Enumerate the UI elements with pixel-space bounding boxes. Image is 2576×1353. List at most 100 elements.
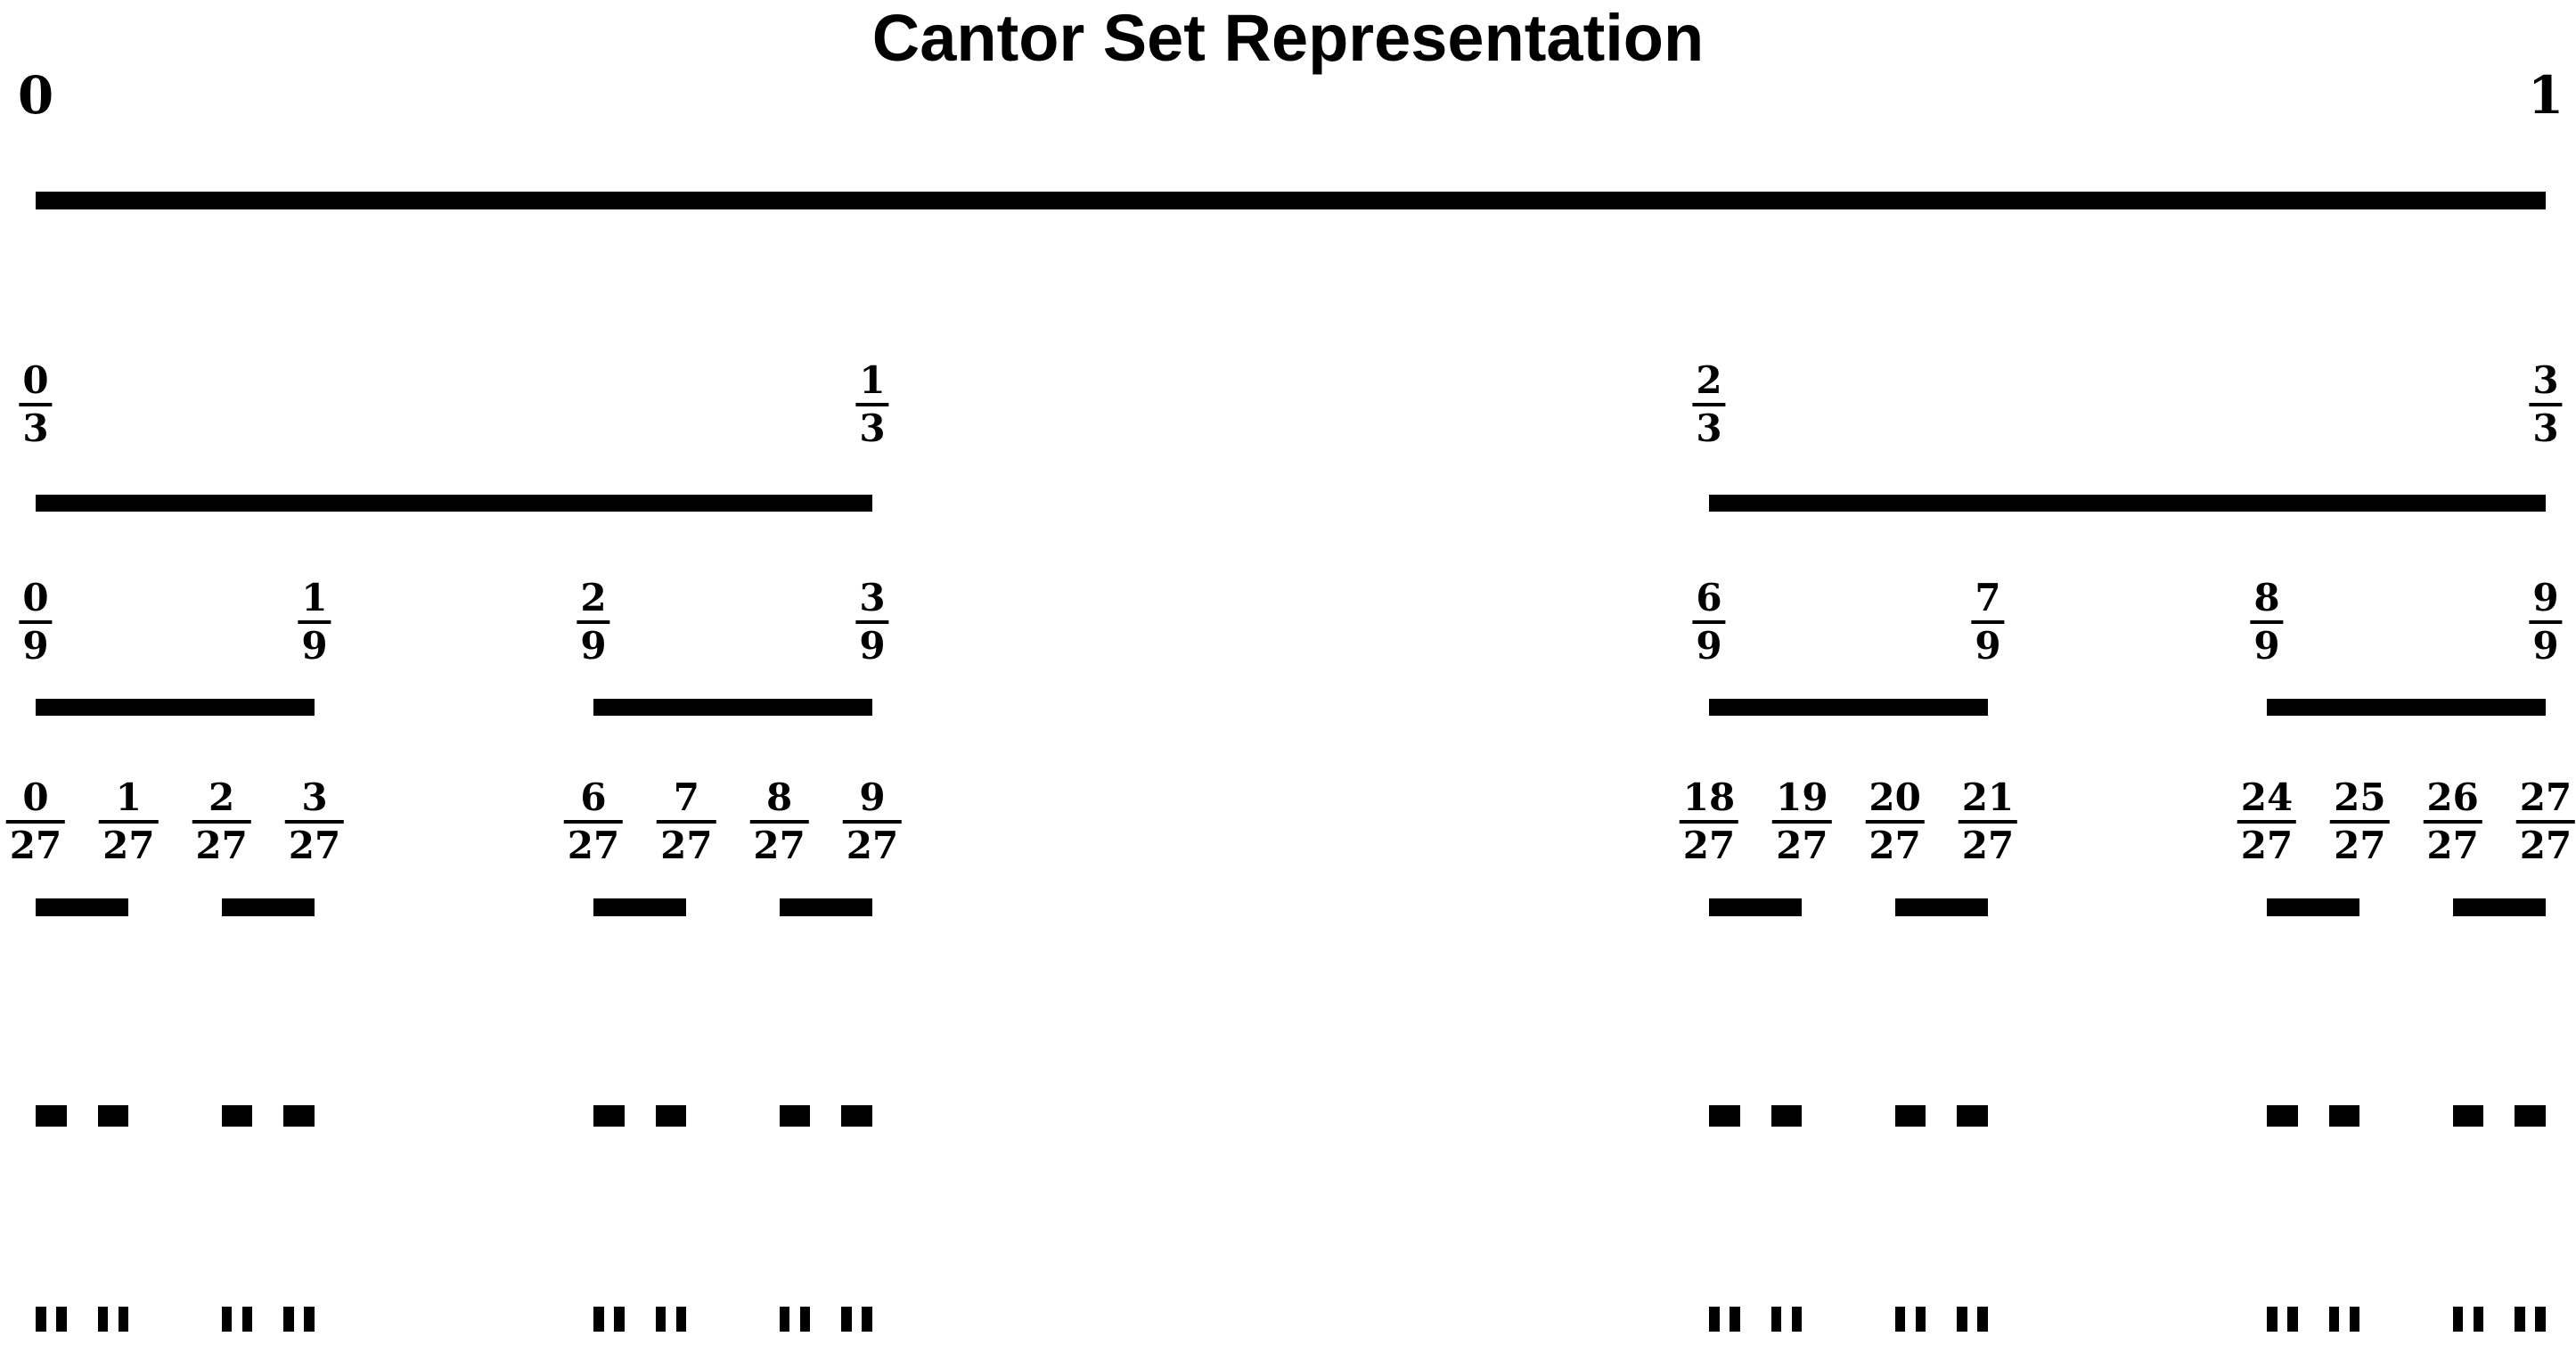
cantor-bar-level3 bbox=[2452, 898, 2546, 916]
fraction-denominator: 9 bbox=[301, 624, 328, 668]
cantor-bar-level4 bbox=[2328, 1105, 2360, 1127]
fraction-line bbox=[2330, 820, 2390, 824]
cantor-bar-level5 bbox=[2515, 1307, 2525, 1332]
cantor-bar-level3 bbox=[36, 898, 129, 916]
fraction-denominator: 9 bbox=[2532, 624, 2559, 668]
cantor-bar-level1 bbox=[36, 495, 872, 512]
cantor-bar-level4 bbox=[97, 1105, 129, 1127]
fraction-denominator: 27 bbox=[102, 824, 155, 867]
cantor-bar-level5 bbox=[593, 1307, 604, 1332]
fraction-line bbox=[192, 820, 251, 824]
fraction-numerator: 9 bbox=[2532, 576, 2559, 619]
cantor-bar-level4 bbox=[36, 1105, 67, 1127]
fraction-denominator: 3 bbox=[859, 406, 886, 450]
fraction-denominator: 3 bbox=[2532, 406, 2559, 450]
cantor-bar-level5 bbox=[1730, 1307, 1740, 1332]
cantor-bar-level3 bbox=[593, 898, 687, 916]
cantor-bar-level5 bbox=[1915, 1307, 1926, 1332]
cantor-bar-level3 bbox=[1894, 898, 1988, 916]
fraction-line bbox=[563, 820, 624, 824]
cantor-bar-level2 bbox=[1709, 699, 1988, 716]
fraction-line bbox=[19, 403, 53, 406]
fraction-denominator: 9 bbox=[1696, 624, 1722, 668]
cantor-bar-level5 bbox=[655, 1307, 666, 1332]
fraction-line bbox=[99, 820, 159, 824]
fraction-denominator: 27 bbox=[1682, 824, 1736, 867]
cantor-bar-level4 bbox=[283, 1105, 315, 1127]
cantor-bar-level5 bbox=[283, 1307, 294, 1332]
fraction-denominator: 27 bbox=[846, 824, 899, 867]
fraction-line bbox=[1865, 820, 1925, 824]
fraction-line bbox=[284, 820, 345, 824]
cantor-bar-level5 bbox=[304, 1307, 315, 1332]
fraction-denominator: 3 bbox=[1696, 406, 1722, 450]
cantor-bar-level5 bbox=[2535, 1307, 2546, 1332]
fraction-numerator: 0 bbox=[22, 576, 49, 619]
fraction-line bbox=[19, 620, 53, 624]
cantor-bar-level5 bbox=[2328, 1307, 2340, 1332]
cantor-bar-level2 bbox=[593, 699, 872, 716]
fraction-numerator: 3 bbox=[2532, 358, 2559, 402]
fraction-line bbox=[1692, 403, 1726, 406]
fraction-denominator: 27 bbox=[288, 824, 341, 867]
cantor-bar-level5 bbox=[56, 1307, 67, 1332]
fraction-numerator: 26 bbox=[2426, 775, 2479, 819]
fraction-numerator: 2 bbox=[1696, 358, 1722, 402]
fraction-line bbox=[5, 820, 66, 824]
fraction-numerator: 6 bbox=[1696, 576, 1722, 619]
cantor-bar-level5 bbox=[1977, 1307, 1988, 1332]
fraction-line bbox=[1958, 820, 2018, 824]
fraction-numerator: 18 bbox=[1682, 775, 1736, 819]
cantor-bar-level3 bbox=[2267, 898, 2360, 916]
fraction-denominator: 27 bbox=[1869, 824, 1921, 867]
fraction-numerator: 6 bbox=[580, 775, 607, 819]
cantor-bar-level4 bbox=[1957, 1105, 1988, 1127]
cantor-bar-level2 bbox=[36, 699, 315, 716]
fraction-line bbox=[2423, 820, 2482, 824]
fraction-line bbox=[1692, 620, 1726, 624]
fraction-denominator: 27 bbox=[2240, 824, 2294, 867]
fraction-denominator: 27 bbox=[753, 824, 806, 867]
fraction-denominator: 27 bbox=[1776, 824, 1828, 867]
fraction-numerator: 1 bbox=[115, 775, 142, 819]
cantor-bar-level5 bbox=[2287, 1307, 2298, 1332]
cantor-bar-level3 bbox=[1709, 898, 1803, 916]
fraction-denominator: 3 bbox=[22, 406, 49, 450]
fraction-denominator: 9 bbox=[1975, 624, 2001, 668]
fraction-denominator: 27 bbox=[660, 824, 713, 867]
fraction-numerator: 3 bbox=[859, 576, 886, 619]
fraction-denominator: 9 bbox=[2253, 624, 2280, 668]
fraction-numerator: 20 bbox=[1869, 775, 1921, 819]
endpoint-label-1: 1 bbox=[2527, 65, 2564, 126]
endpoint-label-0: 0 bbox=[17, 65, 54, 126]
cantor-bar-level4 bbox=[1894, 1105, 1926, 1127]
fraction-line bbox=[2237, 820, 2297, 824]
fraction-denominator: 27 bbox=[567, 824, 620, 867]
cantor-bar-level5 bbox=[614, 1307, 625, 1332]
cantor-bar-level5 bbox=[97, 1307, 109, 1332]
fraction-numerator: 1 bbox=[859, 358, 886, 402]
fraction-numerator: 7 bbox=[1975, 576, 2001, 619]
fraction-numerator: 24 bbox=[2240, 775, 2294, 819]
cantor-bar-level5 bbox=[241, 1307, 253, 1332]
